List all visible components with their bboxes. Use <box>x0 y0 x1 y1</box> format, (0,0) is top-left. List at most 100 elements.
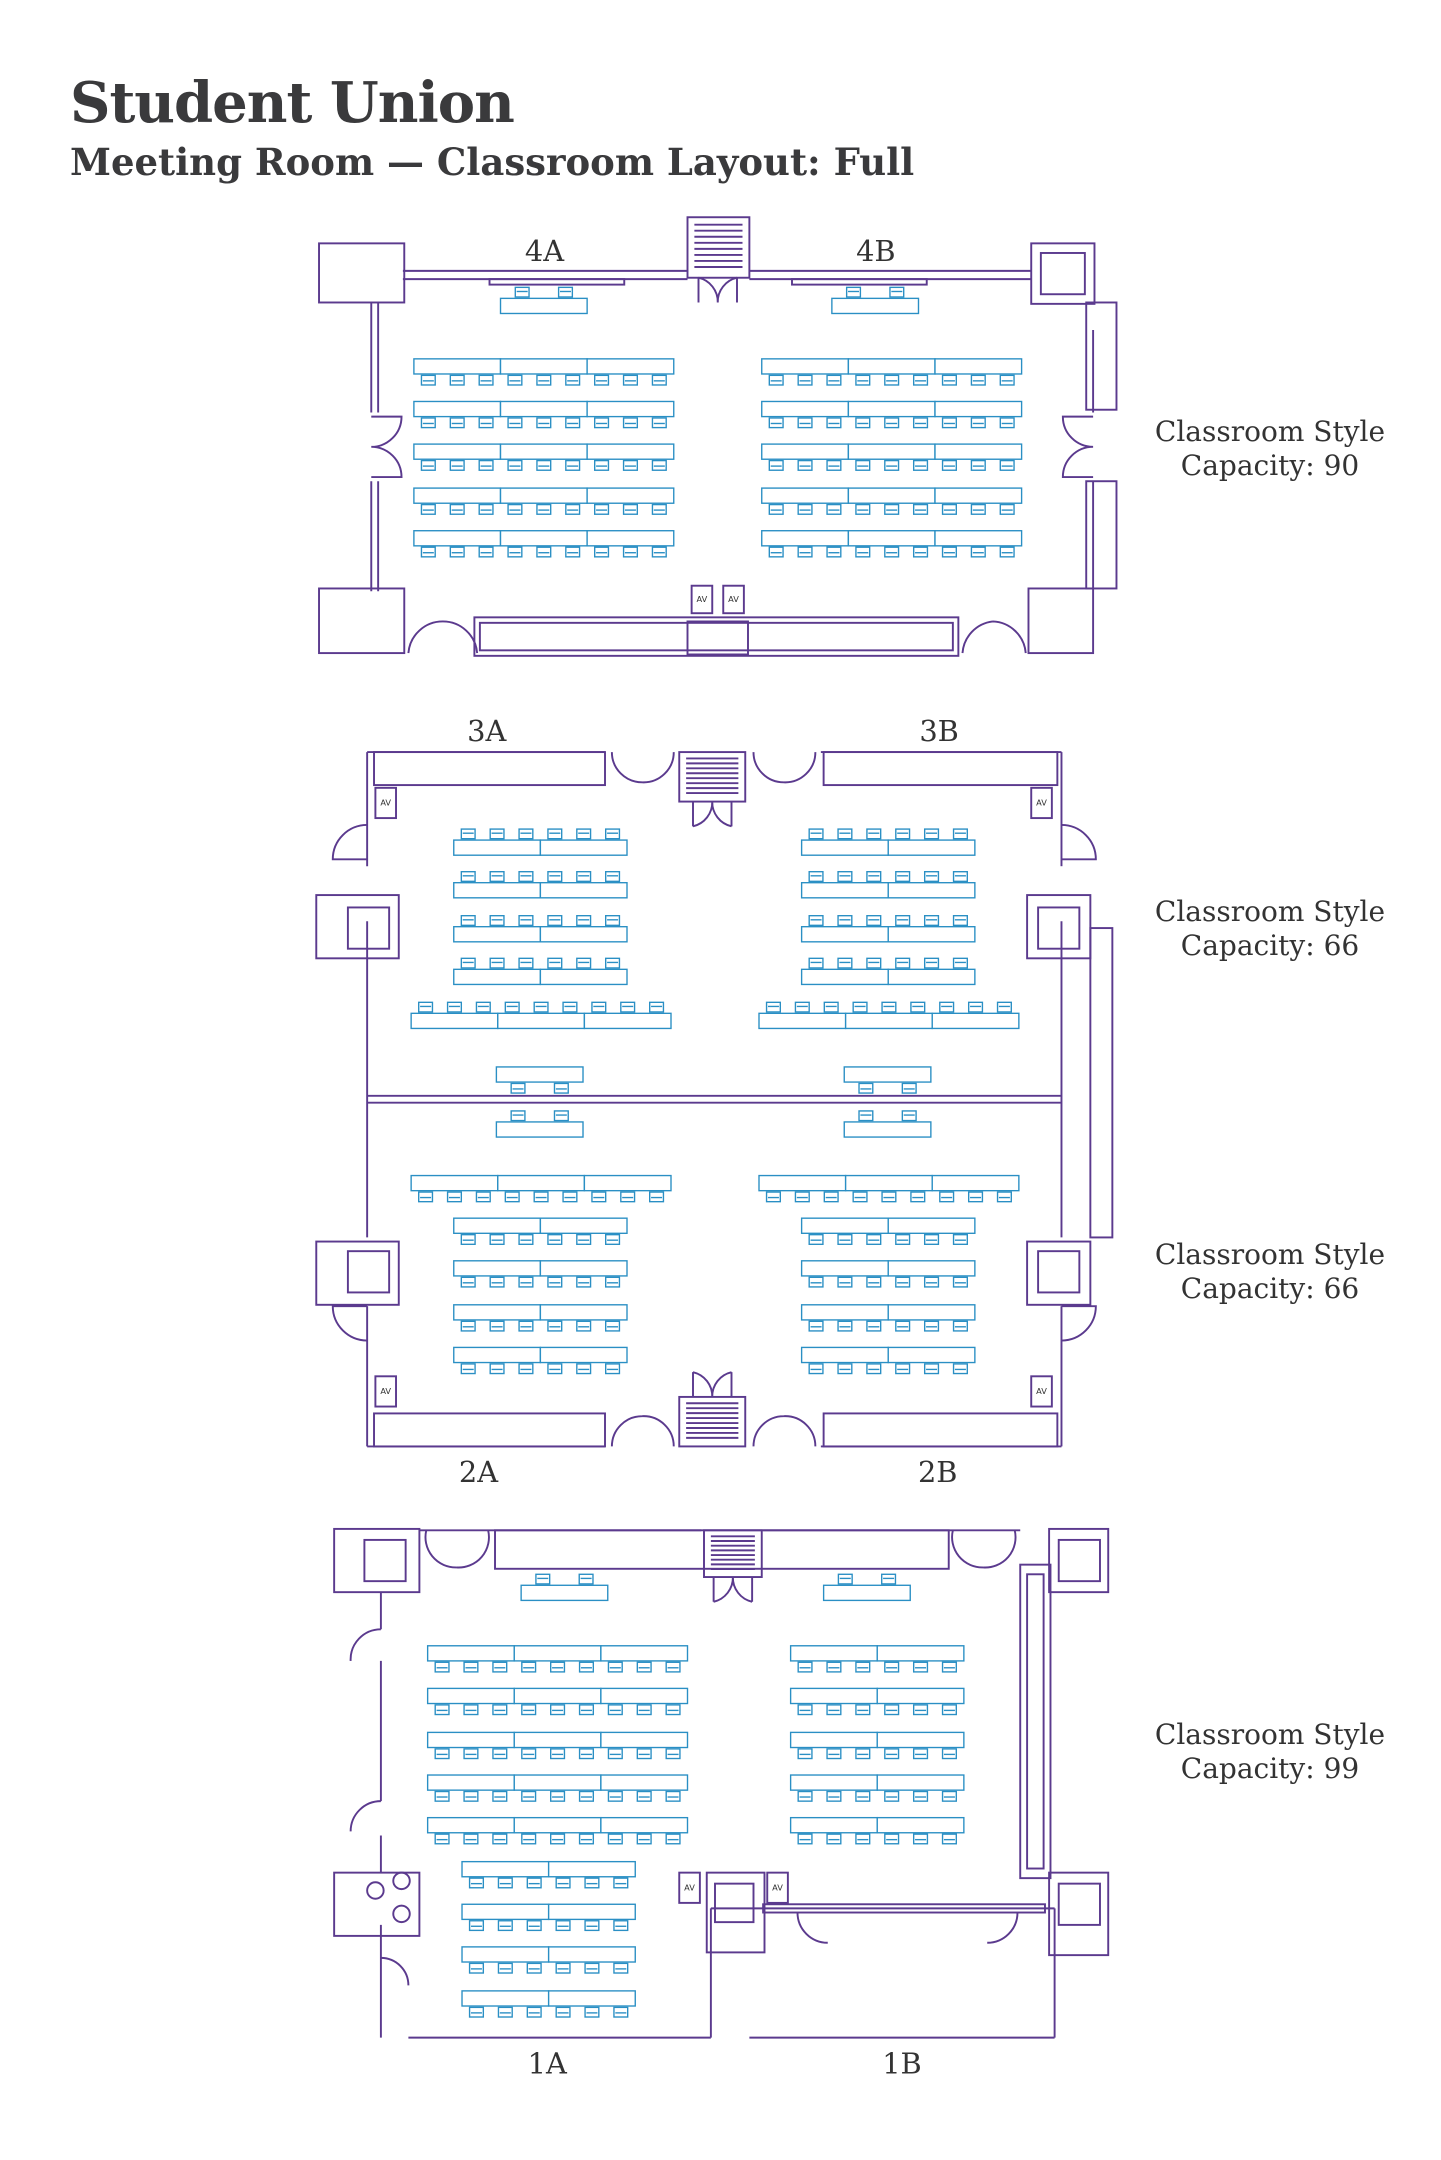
av-cabinet <box>678 1871 701 1904</box>
chair-seat <box>536 546 552 558</box>
table <box>800 839 889 856</box>
chair <box>605 1320 621 1332</box>
doors <box>349 1530 1019 1986</box>
chair <box>489 1276 505 1288</box>
chair-seat <box>881 1001 897 1013</box>
chair <box>463 1661 479 1673</box>
counter <box>373 1412 606 1448</box>
chair <box>420 417 436 429</box>
chair <box>855 1704 871 1716</box>
chair <box>605 828 621 840</box>
av-label: AV <box>772 1883 783 1893</box>
counter-inner <box>478 621 954 652</box>
table <box>413 400 502 418</box>
chair <box>536 374 552 386</box>
chair <box>895 871 911 883</box>
chair <box>651 546 667 558</box>
chair <box>636 1704 652 1716</box>
table <box>586 443 675 460</box>
chair <box>923 1233 940 1245</box>
page-title: Student Union <box>70 70 515 136</box>
chair <box>845 286 862 298</box>
chair <box>996 1001 1012 1013</box>
chair-seat <box>996 1001 1012 1013</box>
chair <box>497 1962 513 1974</box>
chair <box>478 459 494 471</box>
sink <box>392 1904 411 1924</box>
table <box>426 1774 515 1791</box>
chair <box>547 828 563 840</box>
chair <box>837 1233 853 1245</box>
chair <box>826 459 842 471</box>
chair <box>489 828 505 840</box>
table <box>843 1066 932 1083</box>
av-cabinet <box>374 786 397 820</box>
chair <box>578 1833 595 1845</box>
table <box>453 926 542 943</box>
chair <box>970 374 986 386</box>
chair <box>837 1320 853 1332</box>
chair <box>518 915 534 927</box>
table <box>461 1990 550 2007</box>
chair <box>970 503 986 515</box>
chair-seat <box>941 546 957 558</box>
chair <box>649 1001 665 1013</box>
chair <box>620 1001 636 1013</box>
chair <box>475 1001 491 1013</box>
table <box>497 1012 586 1030</box>
chair <box>507 503 523 515</box>
chair <box>923 1320 940 1332</box>
chair <box>576 957 592 969</box>
chair <box>855 1790 871 1802</box>
chair <box>565 417 581 429</box>
chair <box>565 546 581 558</box>
chair-seat <box>881 1191 897 1203</box>
chair <box>808 1233 824 1245</box>
table <box>600 1687 689 1705</box>
chair <box>576 1276 592 1288</box>
chair <box>460 828 476 840</box>
chair <box>852 1191 868 1203</box>
chair-seat <box>895 915 911 927</box>
chair <box>952 1363 968 1375</box>
column <box>1048 1871 1110 1957</box>
chair <box>895 828 911 840</box>
table <box>453 1304 542 1321</box>
chair <box>651 374 667 386</box>
av-cabinet <box>766 1871 789 1904</box>
table <box>453 1217 542 1234</box>
chair <box>526 2006 542 2018</box>
table <box>539 1304 628 1321</box>
chair <box>550 1790 566 1802</box>
chair <box>584 1877 600 1889</box>
chair-seat <box>622 546 639 558</box>
table <box>410 1012 499 1030</box>
room-label-4b: 4B <box>856 234 896 268</box>
chair <box>941 503 957 515</box>
column <box>318 587 406 655</box>
chair <box>651 459 667 471</box>
table <box>843 1121 932 1138</box>
chair <box>446 1001 463 1013</box>
chair <box>578 1573 594 1585</box>
chair <box>460 915 476 927</box>
chair <box>518 957 534 969</box>
chair <box>910 1001 926 1013</box>
chair <box>952 1320 968 1332</box>
chair <box>449 546 465 558</box>
column <box>333 1871 421 1937</box>
chair <box>591 1191 607 1203</box>
chair <box>468 1962 485 1974</box>
chair <box>895 1233 911 1245</box>
table <box>800 1346 889 1364</box>
column-inner <box>346 1250 391 1294</box>
chair <box>912 1748 929 1760</box>
chair <box>605 1276 621 1288</box>
chair-seat <box>823 1001 839 1013</box>
chair <box>837 828 853 840</box>
chair-seat <box>620 1001 636 1013</box>
chair-seat <box>855 546 871 558</box>
chair <box>547 1276 563 1288</box>
chair <box>866 828 882 840</box>
chair-seat <box>649 1001 665 1013</box>
